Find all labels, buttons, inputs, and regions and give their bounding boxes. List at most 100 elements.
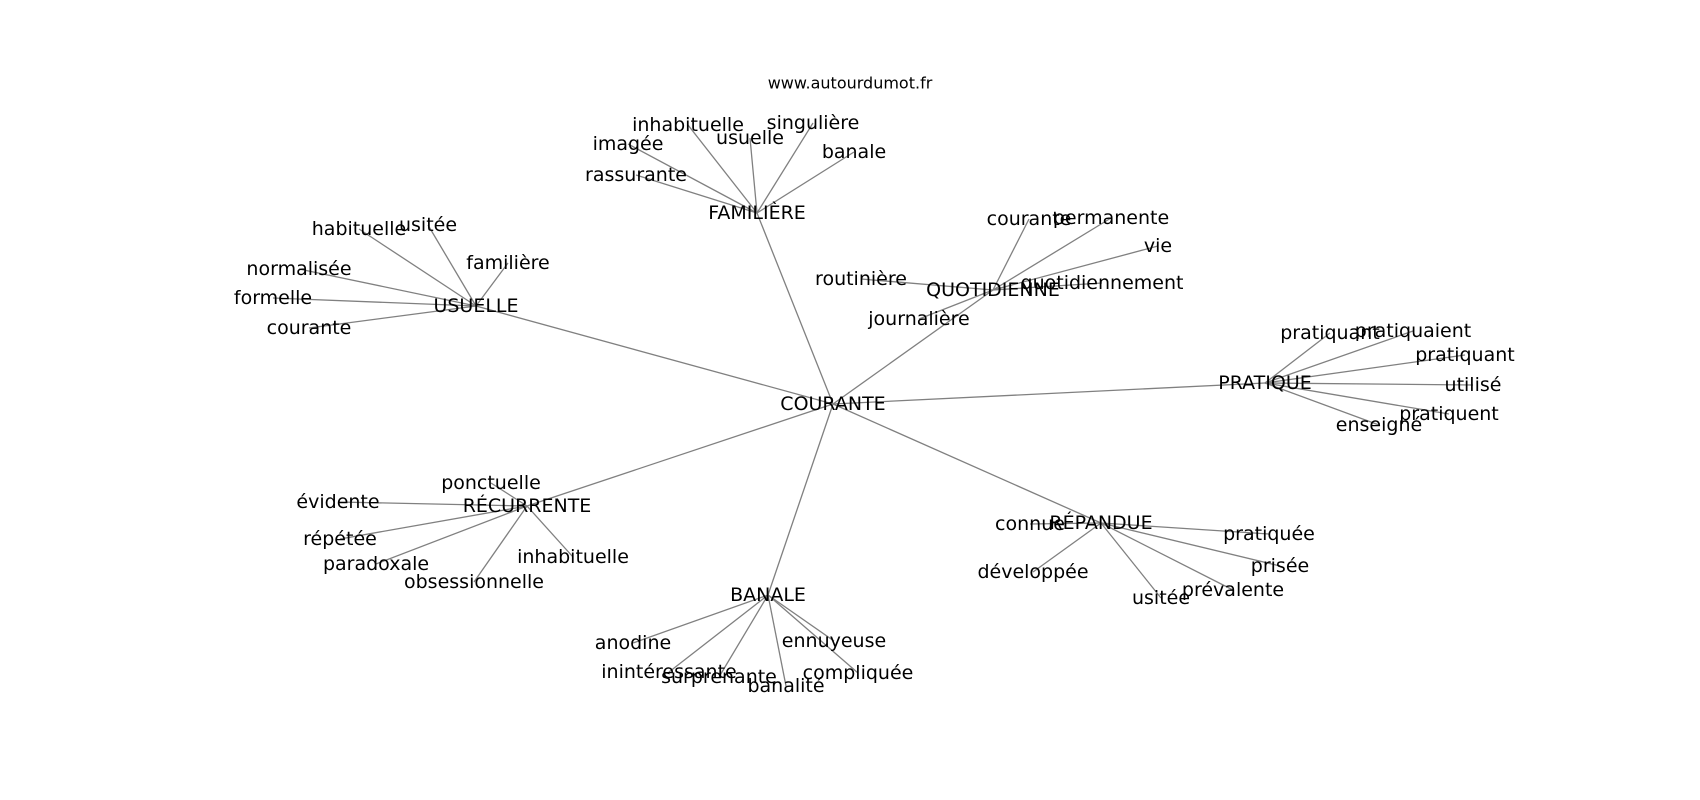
edge-hub-leaf	[992, 282, 1103, 291]
leaf-node-label: inintéressante	[601, 661, 737, 683]
edge-hub-leaf	[767, 594, 787, 687]
edge-root-hub	[767, 403, 834, 596]
edge-hub-leaf	[1029, 522, 1102, 525]
leaf-node-label: utilisé	[1445, 374, 1502, 396]
leaf-node-label: ponctuelle	[441, 472, 541, 494]
edge-hub-leaf	[1264, 382, 1380, 426]
leaf-node-label: obsessionnelle	[404, 571, 544, 593]
leaf-node-label: anodine	[595, 632, 671, 654]
edge-root-hub	[832, 403, 1102, 524]
edge-hub-leaf	[756, 122, 814, 214]
edge-hub-leaf	[635, 174, 758, 214]
edge-hub-leaf	[1100, 522, 1162, 599]
edge-hub-leaf	[718, 594, 769, 678]
edge-hub-leaf	[475, 262, 509, 307]
edge-root-hub	[832, 382, 1266, 405]
hub-node-label: QUOTIDIENNE	[926, 279, 1060, 301]
edge-hub-leaf	[918, 289, 994, 320]
leaf-node-label: quotidiennement	[1021, 272, 1184, 294]
edge-hub-leaf	[632, 594, 769, 644]
edge-hub-leaf	[1264, 332, 1331, 384]
leaf-node-label: pratiquant	[1415, 344, 1514, 366]
leaf-node-label: surprenante	[661, 666, 777, 688]
leaf-node-label: pratiquée	[1223, 523, 1315, 545]
edge-hub-leaf	[1264, 330, 1414, 384]
edge-hub-leaf	[1100, 522, 1234, 591]
edge-hub-leaf	[337, 501, 528, 507]
edge-hub-leaf	[860, 278, 994, 291]
edge-hub-leaf	[627, 143, 758, 214]
leaf-node-label: développée	[977, 561, 1088, 583]
hub-node-label: RÉPANDUE	[1049, 511, 1152, 534]
leaf-node-label: paradoxale	[323, 553, 429, 575]
source-url: www.autourdumot.fr	[768, 74, 933, 93]
root-node-label: COURANTE	[780, 393, 885, 415]
leaf-node-label: usitée	[1132, 587, 1190, 609]
hub-node-label: USUELLE	[433, 295, 518, 317]
edge-hub-leaf	[473, 505, 528, 583]
leaf-node-label: pratiquaient	[1355, 320, 1471, 342]
leaf-node-label: prévalente	[1182, 579, 1284, 601]
leaf-node-label: répétée	[303, 528, 377, 550]
edge-hub-leaf	[756, 151, 855, 214]
edge-hub-leaf	[992, 245, 1159, 291]
leaf-node-label: prisée	[1251, 555, 1309, 577]
leaf-node-label: banalité	[747, 675, 824, 697]
leaf-node-label: routinière	[815, 268, 907, 290]
edge-root-hub	[756, 212, 834, 405]
edge-root-hub	[526, 403, 834, 507]
edge-hub-leaf	[992, 217, 1112, 291]
edge-hub-leaf	[767, 594, 859, 674]
leaf-node-label: permanente	[1053, 207, 1169, 229]
leaf-node-label: formelle	[234, 287, 312, 309]
hub-node-label: RÉCURRENTE	[463, 494, 592, 517]
leaf-node-label: évidente	[296, 491, 379, 513]
edges-layer	[272, 122, 1474, 687]
edge-hub-leaf	[272, 297, 477, 307]
leaf-node-label: usuelle	[716, 127, 784, 149]
leaf-node-label: habituelle	[312, 218, 406, 240]
leaf-node-label: courante	[987, 208, 1072, 230]
hub-node-label: FAMILIÈRE	[708, 201, 806, 224]
edge-hub-leaf	[1264, 354, 1466, 384]
edge-hub-leaf	[1264, 382, 1450, 415]
edge-root-hub	[475, 305, 834, 405]
leaf-node-label: pratiquant	[1280, 322, 1379, 344]
leaf-node-label: banale	[822, 141, 886, 163]
edge-hub-leaf	[668, 594, 769, 673]
leaf-node-label: familière	[466, 252, 549, 274]
leaf-node-label: inhabituelle	[517, 546, 629, 568]
leaf-node-label: enseigné	[1336, 414, 1422, 436]
leaf-node-label: usitée	[399, 214, 457, 236]
edge-hub-leaf	[427, 224, 477, 307]
leaf-node-label: imagée	[593, 133, 664, 155]
edge-hub-leaf	[490, 482, 528, 507]
leaf-node-label: vie	[1144, 235, 1172, 257]
leaf-node-label: ennuyeuse	[782, 630, 886, 652]
edge-hub-leaf	[1100, 522, 1270, 535]
leaf-node-label: connue	[995, 513, 1065, 535]
edge-root-hub	[832, 289, 994, 405]
leaf-node-label: inhabituelle	[632, 114, 744, 136]
edge-hub-leaf	[1032, 522, 1102, 573]
edge-hub-leaf	[749, 137, 758, 214]
edge-hub-leaf	[375, 505, 528, 565]
leaf-node-label: normalisée	[246, 258, 351, 280]
edge-hub-leaf	[687, 124, 758, 214]
hub-node-label: BANALE	[730, 584, 806, 606]
leaf-node-label: rassurante	[585, 164, 687, 186]
leaf-node-label: courante	[267, 317, 352, 339]
edge-hub-leaf	[526, 505, 574, 558]
edge-hub-leaf	[1264, 382, 1474, 386]
edge-hub-leaf	[308, 305, 477, 329]
leaf-node-label: pratiquent	[1399, 403, 1499, 425]
edge-hub-leaf	[298, 268, 477, 307]
leaf-node-label: compliquée	[803, 662, 914, 684]
leaf-node-label: singulière	[767, 112, 860, 134]
edge-hub-leaf	[992, 218, 1030, 291]
edge-hub-leaf	[339, 505, 528, 540]
edge-hub-leaf	[358, 228, 477, 307]
edge-hub-leaf	[1100, 522, 1281, 567]
